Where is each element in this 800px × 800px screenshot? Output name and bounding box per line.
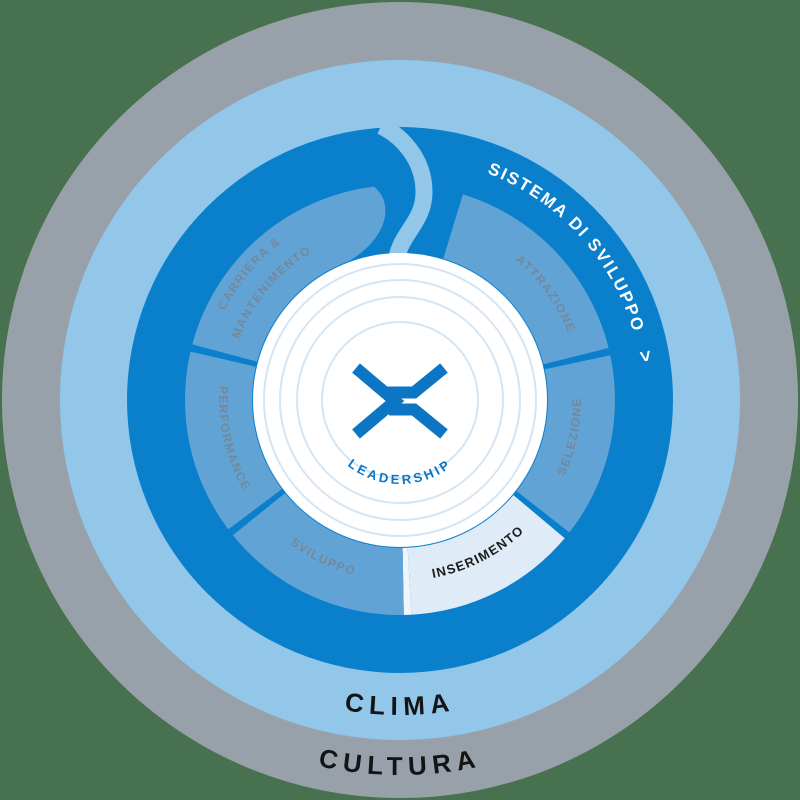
clima-label: CLIMA bbox=[343, 686, 457, 721]
center-ring-2 bbox=[279, 279, 521, 521]
segment-attrazione bbox=[443, 194, 609, 365]
segment-selezione bbox=[516, 355, 615, 533]
segment-carriera-mantenimento bbox=[192, 186, 386, 362]
x-logo-icon bbox=[352, 363, 448, 439]
segment-performance bbox=[184, 351, 282, 530]
x-logo-left-chevron bbox=[352, 363, 405, 439]
center-ring-3 bbox=[296, 296, 504, 504]
segment-divider-white bbox=[402, 547, 412, 615]
segment-inserimento bbox=[407, 495, 565, 615]
x-logo-bottom-right-stroke bbox=[389, 403, 448, 439]
cycle-gap-squiggle bbox=[377, 118, 433, 266]
center-ring-4 bbox=[321, 321, 479, 479]
center-ring-1 bbox=[263, 263, 537, 537]
segment-sviluppo bbox=[232, 493, 404, 616]
ring-title-arrow-icon: > bbox=[633, 349, 656, 366]
x-logo-top-right-stroke bbox=[386, 363, 448, 399]
